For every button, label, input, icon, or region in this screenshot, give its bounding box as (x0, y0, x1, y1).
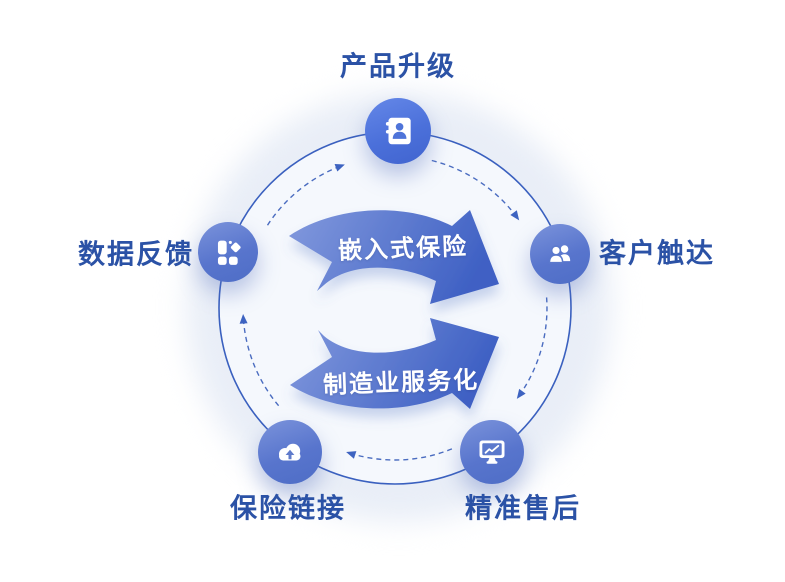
users-icon (548, 245, 571, 264)
flow-arrow-bottomleft-to-left (239, 314, 280, 407)
flow-arrow-bottomright-to-bottomleft (346, 448, 453, 461)
node-product-upgrade (365, 98, 431, 164)
cloud-upload-icon (279, 443, 301, 461)
flow-arrow-right-to-bottomright (516, 297, 548, 399)
label-insurance-link: 保险链接 (230, 493, 346, 524)
grid-components-icon (217, 240, 241, 265)
label-data-feedback: 数据反馈 (78, 239, 194, 270)
node-data-feedback (198, 222, 258, 282)
flow-arrow-top-to-right (431, 159, 520, 221)
label-precise-aftersales: 精准售后 (465, 493, 581, 524)
label-product-upgrade: 产品升级 (340, 51, 456, 82)
label-customer-reach: 客户触达 (599, 238, 715, 269)
node-precise-aftersales (460, 420, 524, 484)
node-insurance-link (258, 420, 322, 484)
node-customer-reach (530, 224, 590, 284)
label-manufacturing-servitization: 制造业服务化 (322, 366, 480, 400)
flow-arrow-left-to-top (266, 164, 345, 226)
address-book-icon (385, 117, 411, 145)
monitor-chart-icon (479, 440, 505, 464)
label-embedded-insurance: 嵌入式保险 (337, 233, 469, 265)
center-arrow-bottom (290, 318, 499, 409)
center-arrow-top (289, 210, 499, 304)
